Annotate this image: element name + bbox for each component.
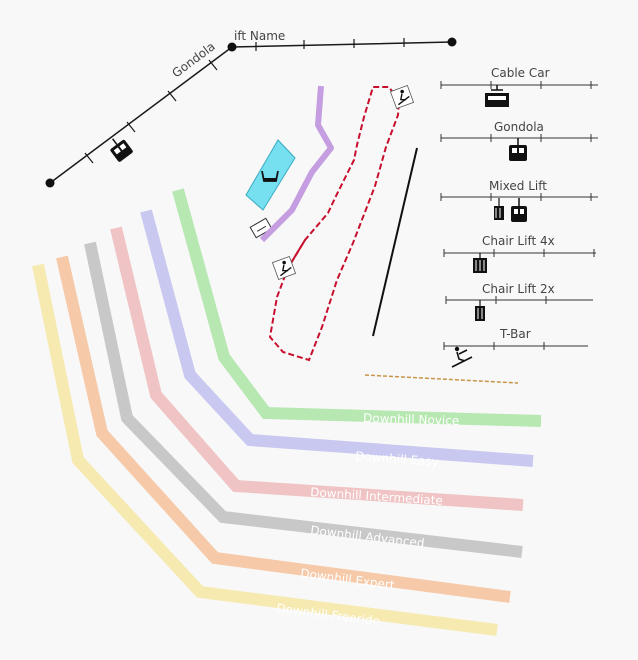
gondola-icon (509, 138, 527, 161)
slope-easy[interactable]: Downhill Easy (140, 209, 534, 469)
brown-trail[interactable] (364, 374, 519, 384)
skier-icon-top (389, 84, 415, 110)
legend-cable-car[interactable]: Cable Car (440, 66, 598, 107)
slope-label-advanced: Downhill Advanced (310, 523, 426, 550)
chair-lift-4x-icon (473, 253, 487, 273)
legend-chair-lift-2x[interactable]: Chair Lift 2x (445, 282, 593, 321)
legend-t-bar[interactable]: T-Bar (443, 327, 588, 368)
gondola-cabin-icon (110, 138, 133, 162)
mixed-lift-icon (494, 198, 527, 222)
lift-name-label: ift Name (234, 29, 285, 43)
facility-icon (261, 170, 279, 182)
cyan-area[interactable] (245, 139, 296, 211)
purple-piste[interactable] (259, 85, 334, 243)
legend-label-mixed-lift: Mixed Lift (489, 179, 547, 193)
legend-chair-lift-4x[interactable]: Chair Lift 4x (443, 234, 596, 273)
slope-label-easy: Downhill Easy (355, 449, 440, 469)
gondola-line-label: Gondola (169, 39, 217, 80)
slope-label-intermediate: Downhill Intermediate (310, 485, 443, 508)
legend-label-t-bar: T-Bar (499, 327, 531, 341)
legend-label-chair-lift-4x: Chair Lift 4x (482, 234, 555, 248)
legend-gondola[interactable]: Gondola (440, 120, 598, 161)
lift-station-bottom[interactable] (45, 178, 55, 188)
gondola-lift-line[interactable]: Gondola ift Name (45, 29, 457, 188)
slope-label-novice: Downhill Novice (363, 411, 460, 428)
skier-icon-bottom (271, 255, 297, 281)
lift-station-top[interactable] (447, 37, 457, 47)
legend-mixed-lift[interactable]: Mixed Lift (440, 179, 598, 222)
legend-label-gondola: Gondola (494, 120, 544, 134)
sign-icon (249, 217, 273, 239)
ski-route-loop[interactable] (268, 86, 401, 362)
chair-lift-2x-icon (475, 300, 485, 321)
surface-lift-line[interactable] (372, 147, 418, 337)
legend-label-cable-car: Cable Car (491, 66, 550, 80)
t-bar-icon (451, 346, 473, 368)
cable-car-icon (485, 85, 509, 107)
legend-label-chair-lift-2x: Chair Lift 2x (482, 282, 555, 296)
lift-station-middle[interactable] (227, 42, 237, 52)
slope-novice[interactable]: Downhill Novice (172, 188, 542, 428)
